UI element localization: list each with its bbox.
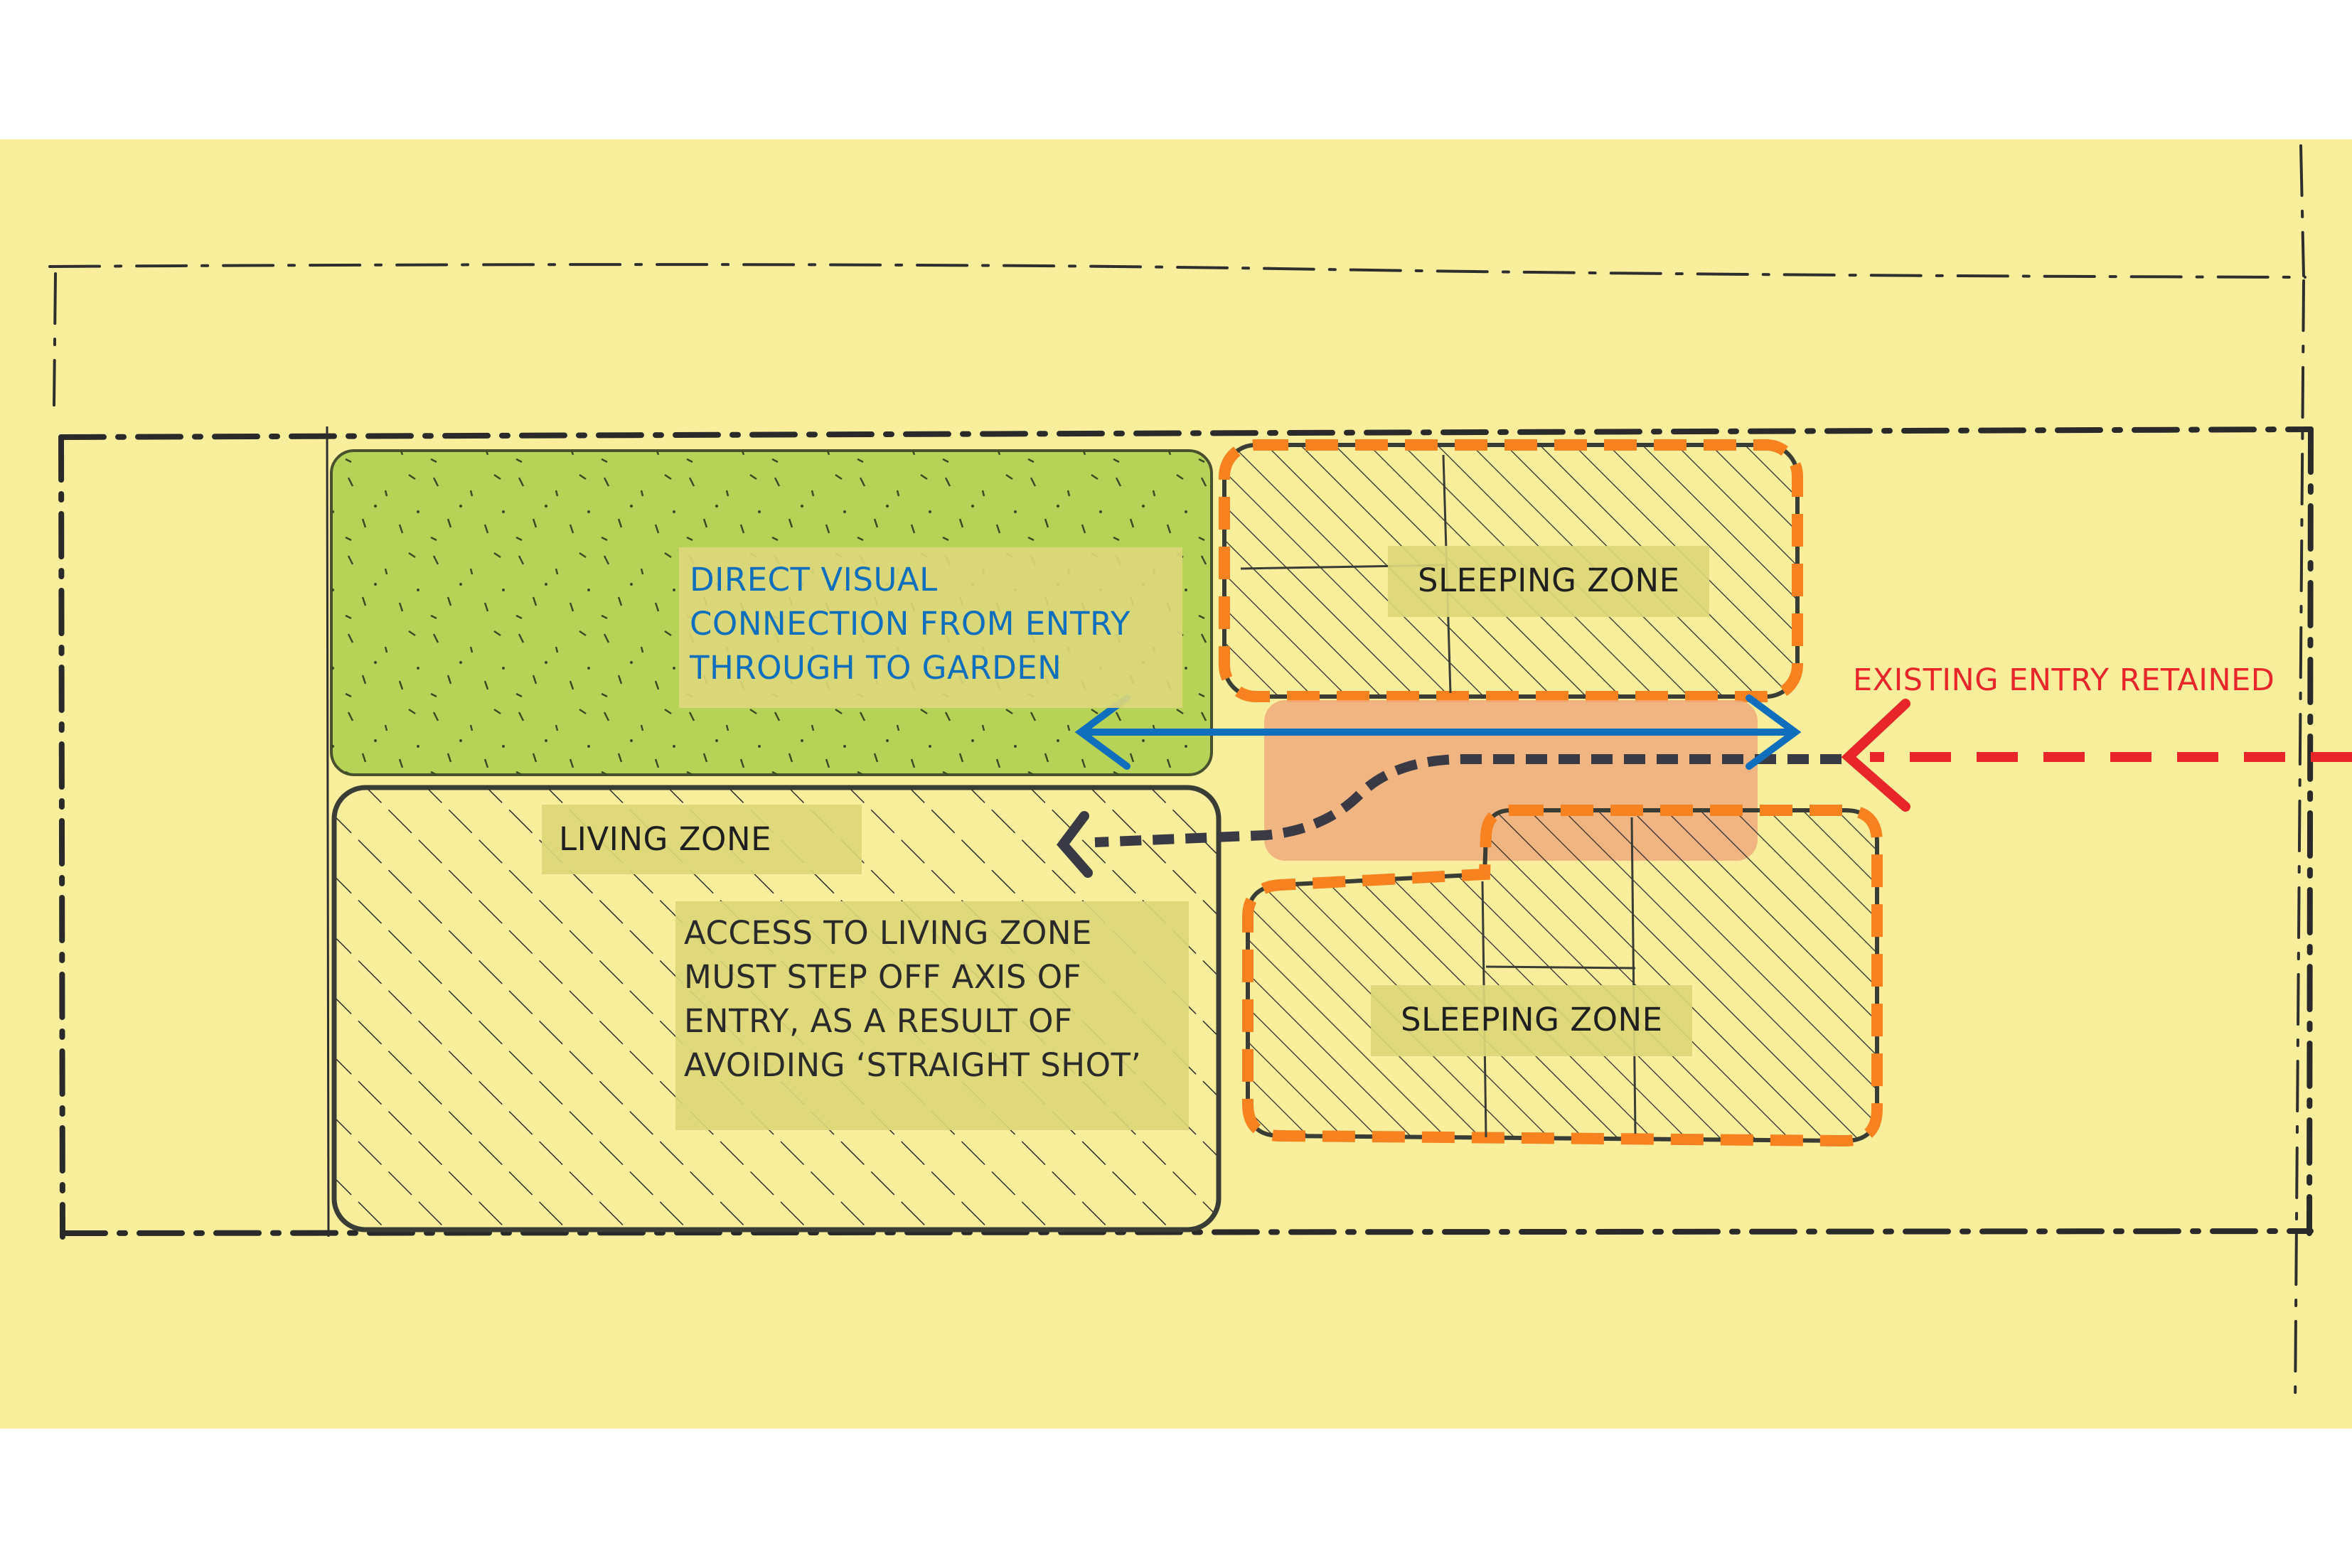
visual-connection-panel: [679, 547, 1182, 708]
outer-boundary-lines: [48, 144, 2306, 1409]
visual-connection-line-3: THROUGH TO GARDEN: [690, 649, 1062, 687]
access-note-panel: [675, 901, 1189, 1130]
site-edge-line: [326, 426, 330, 1237]
site-boundary: [58, 426, 2314, 1240]
sleeping-top-panel: [1388, 546, 1709, 617]
sleeping-bottom-panel: [1371, 985, 1692, 1056]
existing-entry-label: EXISTING ENTRY RETAINED: [1853, 662, 2275, 698]
access-note-line-3: ENTRY, AS A RESULT OF: [684, 1002, 1073, 1040]
visual-connection-arrow: [1074, 694, 1802, 770]
visual-connection-label: DIRECT VISUAL CONNECTION FROM ENTRY THRO…: [690, 558, 1130, 690]
access-path: [1056, 754, 1841, 878]
sleeping-zone-bottom-label: SLEEPING ZONE: [1401, 1001, 1663, 1038]
access-note-line-2: MUST STEP OFF AXIS OF: [684, 958, 1082, 996]
existing-entry-arrow: [1841, 699, 2352, 812]
living-panel: [542, 805, 862, 874]
access-note-line-1: ACCESS TO LIVING ZONE: [684, 914, 1092, 952]
access-note-line-4: AVOIDING ‘STRAIGHT SHOT’: [684, 1046, 1142, 1084]
visual-connection-line-1: DIRECT VISUAL: [690, 561, 938, 598]
living-zone-label: LIVING ZONE: [559, 820, 772, 858]
visual-connection-line-2: CONNECTION FROM ENTRY: [690, 605, 1130, 643]
access-note-label: ACCESS TO LIVING ZONE MUST STEP OFF AXIS…: [684, 911, 1141, 1088]
sleeping-zone-top-label: SLEEPING ZONE: [1418, 562, 1680, 599]
sleeping-zone-bottom-shape: [1242, 805, 1883, 1147]
